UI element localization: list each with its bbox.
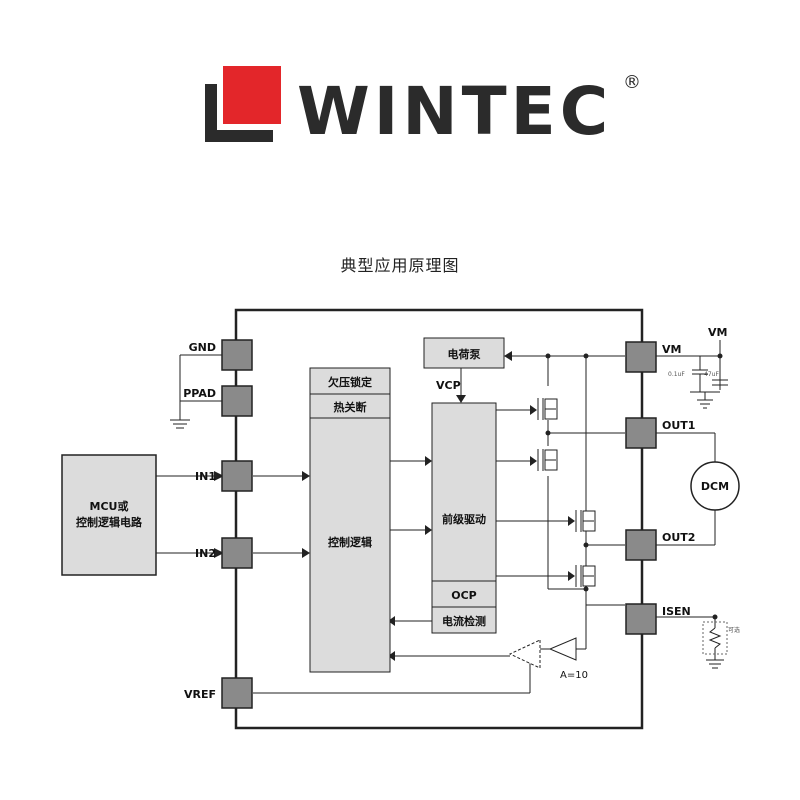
thermal-label: 热关断 [334,400,367,414]
pin-gnd [221,339,253,371]
current-sense-block [431,606,497,634]
mcu-block [61,454,157,576]
pin-ppad-label: PPAD [183,387,216,400]
chip-outline [234,308,644,730]
optional-label: 可选 [728,626,740,634]
uvlo-label: 欠压锁定 [328,375,372,389]
pin-out2 [625,529,657,561]
logo-red-square [223,66,281,124]
cap-47uf-label: 47uF [704,371,719,378]
mosfet-q1 [537,398,558,420]
predriver-label: 前级驱动 [442,512,486,526]
charge-pump-label: 电荷泵 [448,347,481,361]
sense-amplifier [548,637,577,661]
pin-in1-label: IN1 [195,470,216,483]
cap-0.1uf-label: 0.1uF [668,371,685,378]
predriver-block [431,402,497,582]
pin-in2-label: IN2 [195,547,216,560]
pin-in2 [221,537,253,569]
pin-in1 [221,460,253,492]
motor-circle [690,461,740,511]
logo-l-mark [205,84,273,142]
charge-pump-block [423,337,505,369]
vm-supply-label: VM [708,326,727,339]
pin-ppad [221,385,253,417]
pin-out2-label: OUT2 [662,531,695,544]
mcu-label-line2: 控制逻辑电路 [76,515,143,529]
vcp-label: VCP [436,379,461,392]
logo-text: WINTEC [297,73,612,142]
page-title: 典型应用原理图 [340,256,460,275]
gain-label: A=10 [560,670,588,681]
thermal-block [309,393,391,419]
pin-out1-label: OUT1 [662,419,695,432]
pin-vref-label: VREF [184,688,216,701]
mcu-label-line1: MCU或 [90,499,129,513]
pin-vref [221,677,253,709]
ocp-label: OCP [451,589,477,602]
wintec-logo: WINTEC ® [205,66,641,142]
comparator [508,639,541,669]
pin-isen [625,603,657,635]
mosfet-q2 [537,449,558,471]
logo-registered-mark: ® [623,72,641,93]
pin-vm-label: VM [662,343,681,356]
control-logic-block [309,417,391,673]
control-logic-label: 控制逻辑 [328,535,372,549]
mosfet-group [537,398,596,587]
pin-vm [625,341,657,373]
pin-isen-label: ISEN [662,605,691,618]
mosfet-q4 [575,565,596,587]
pin-gnd-label: GND [189,341,216,354]
mosfet-q3 [575,510,596,532]
motor-label: DCM [701,480,729,493]
current-sense-label: 电流检测 [442,614,486,628]
pin-out1 [625,417,657,449]
